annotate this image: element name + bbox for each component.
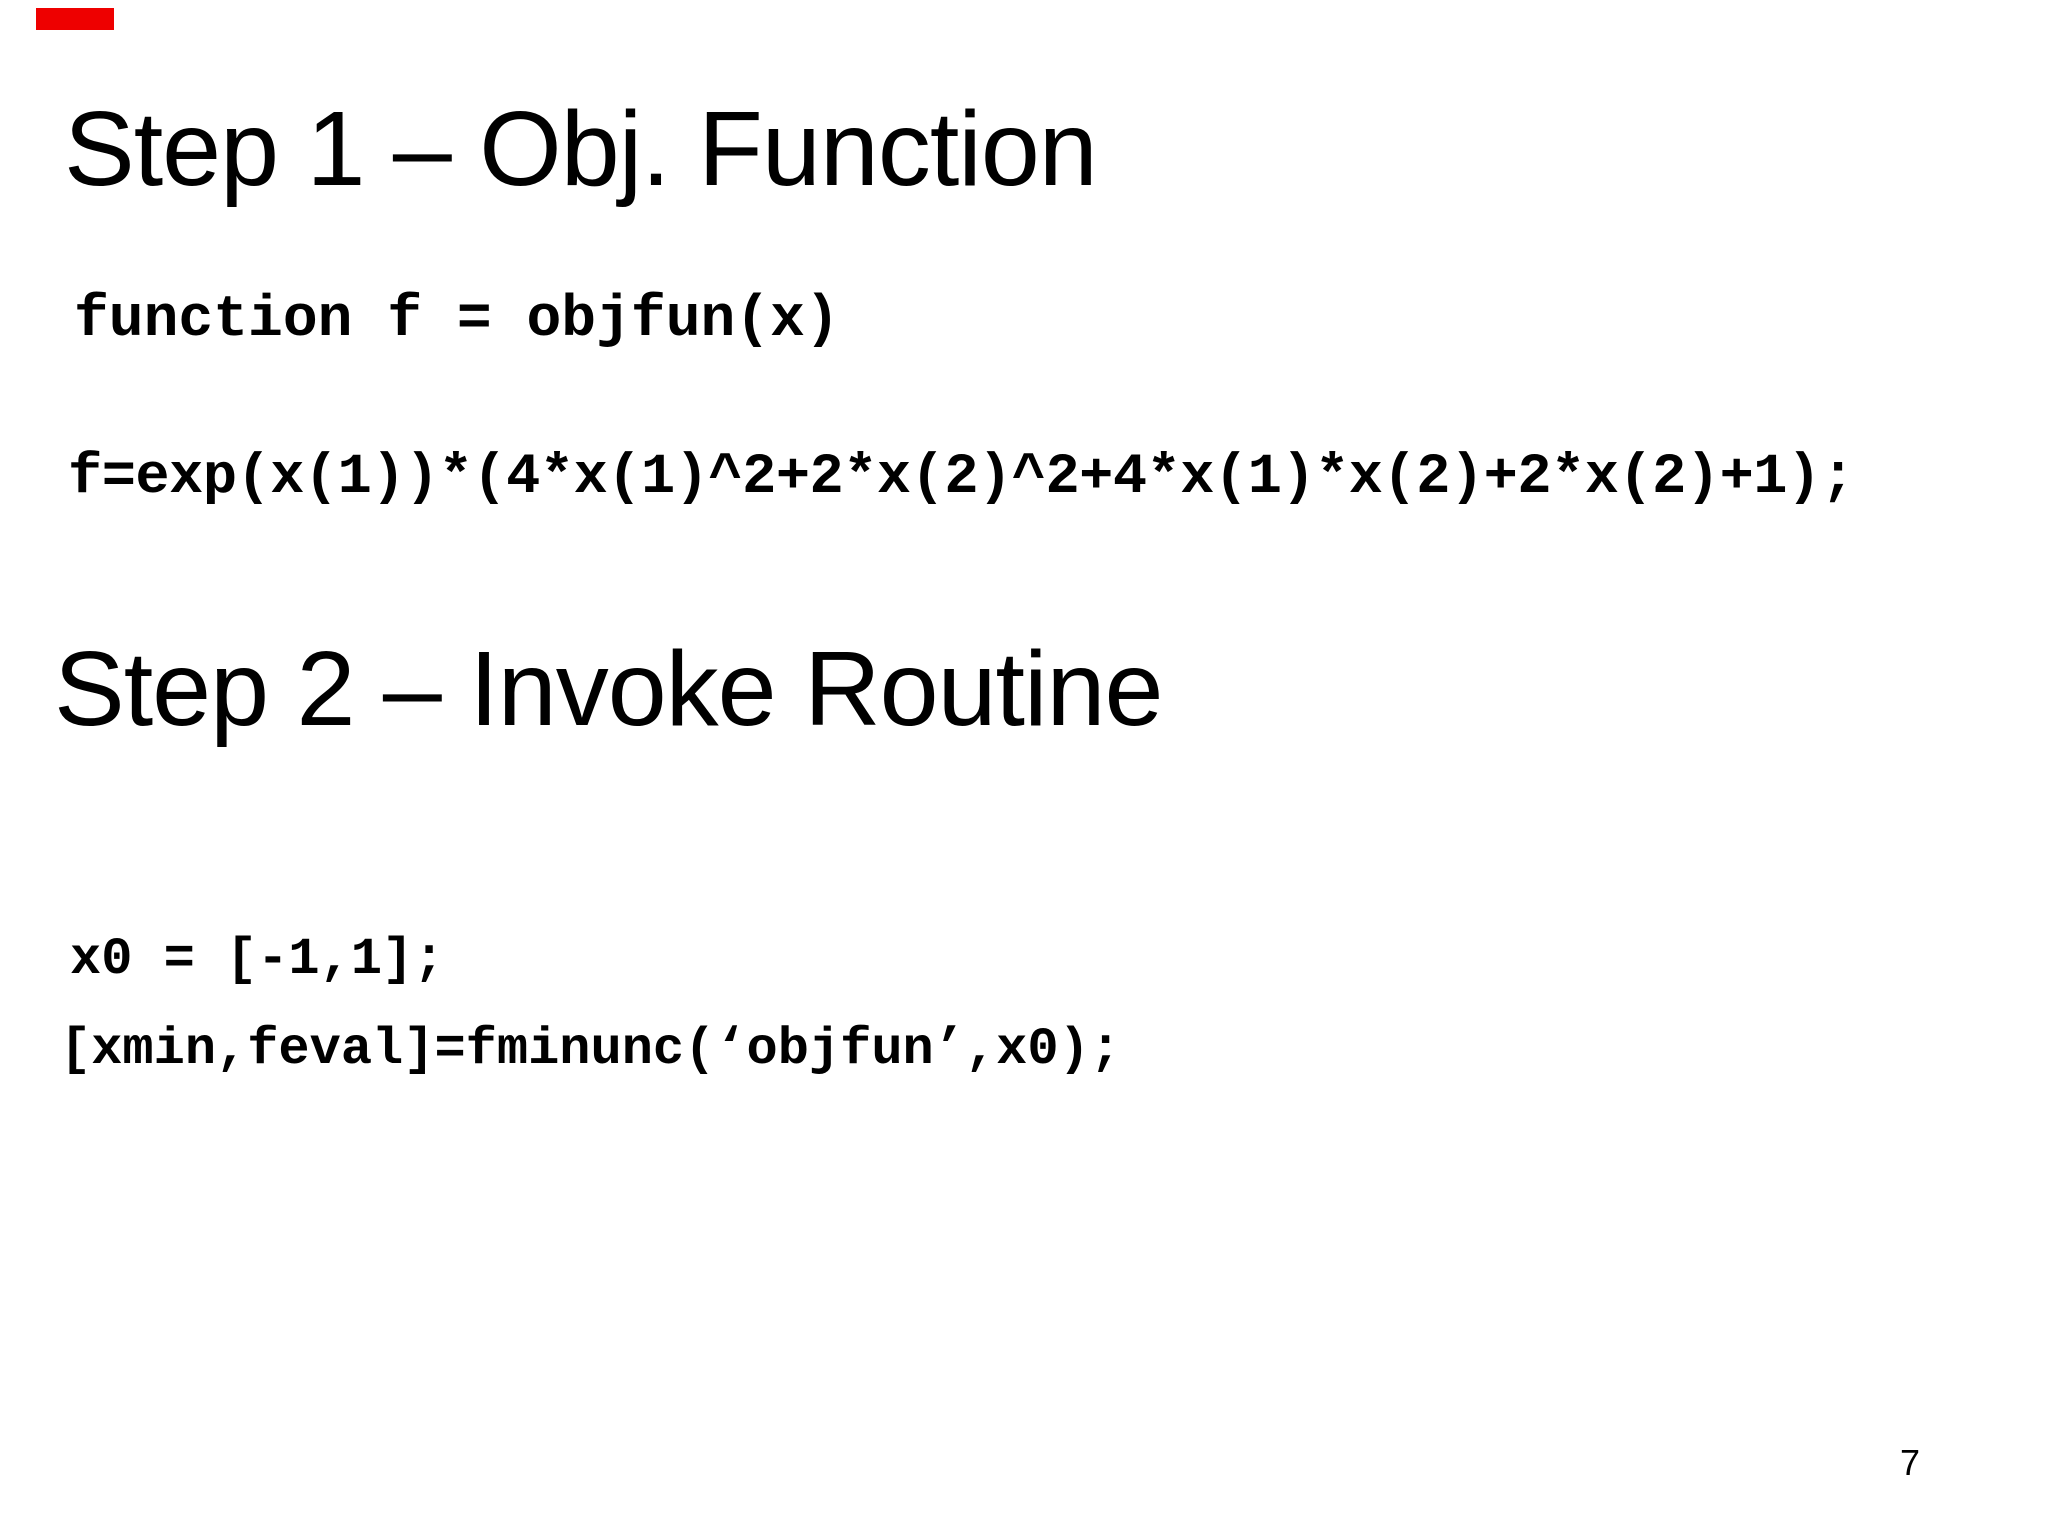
code-line-fminunc-call: [xmin,feval]=fminunc(‘objfun’,x0); [60,1020,1121,1079]
red-marker [36,8,114,30]
code-line-initial-point: x0 = [-1,1]; [70,930,445,989]
step2-heading: Step 2 – Invoke Routine [54,630,1163,748]
code-line-function-def: function f = objfun(x) [74,288,840,353]
code-line-objective-formula: f=exp(x(1))*(4*x(1)^2+2*x(2)^2+4*x(1)*x(… [68,446,1855,510]
step1-heading: Step 1 – Obj. Function [64,90,1098,208]
page-number: 7 [1900,1442,1921,1483]
